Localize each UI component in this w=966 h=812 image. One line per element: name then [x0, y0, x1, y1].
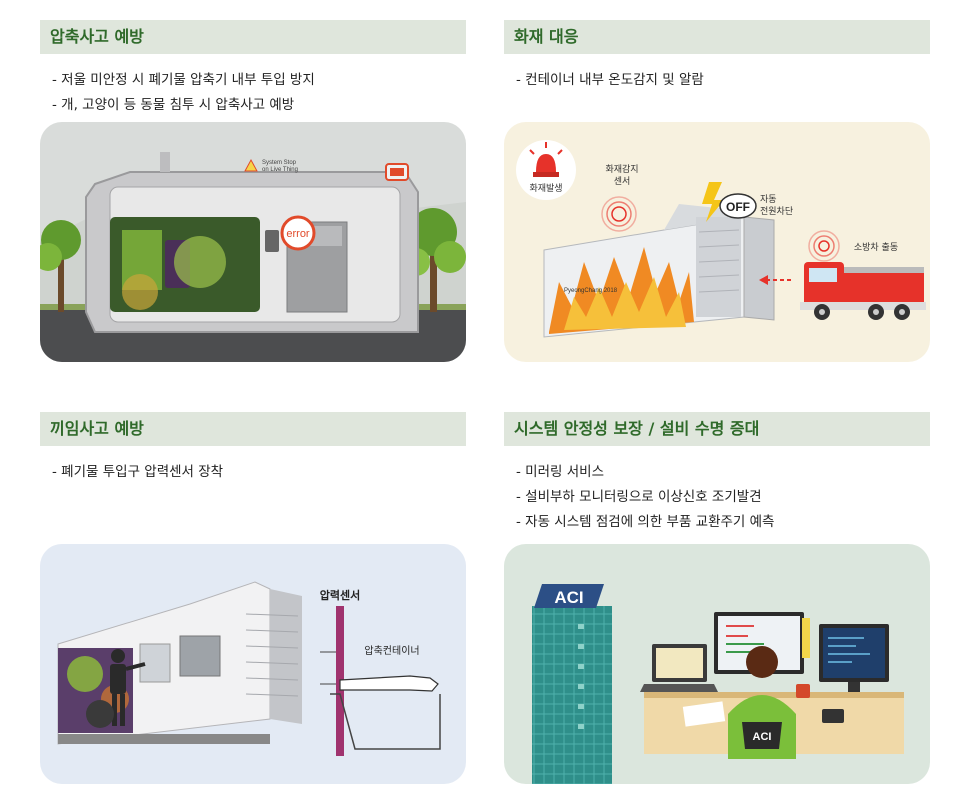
panel-compression-accident: 압축사고 예방 저울 미안정 시 폐기물 압축기 내부 투입 방지 개, 고양이… [40, 20, 466, 362]
person-icon: ACI [728, 646, 796, 759]
panel-title: 화재 대응 [504, 20, 930, 54]
shirt-logo: ACI [753, 731, 772, 743]
building-icon: ACI [532, 584, 612, 784]
power-cut-label-2: 전원차단 [760, 205, 793, 217]
sensor-label-2: 센서 [614, 176, 631, 187]
bullet-item: 설비부하 모니터링으로 이상신호 조기발견 [516, 485, 930, 510]
bullet-item: 폐기물 투입구 압력센서 장착 [52, 460, 466, 485]
bullet-list: 컨테이너 내부 온도감지 및 알람 [504, 68, 930, 93]
sensor-label: 화재감지 [605, 163, 638, 175]
siren-icon [529, 142, 563, 177]
bullet-item: 미러링 서비스 [516, 460, 930, 485]
off-label: OFF [726, 200, 750, 214]
bullet-item: 자동 시스템 점검에 의한 부품 교환주기 예측 [516, 510, 930, 535]
monitoring-illustration: ACI [504, 544, 930, 784]
panel-title: 압축사고 예방 [40, 20, 466, 54]
laptop-icon [640, 644, 718, 692]
error-label: error [286, 228, 310, 240]
monitor-icon [819, 624, 889, 692]
pinch-illustration: 압력센서 압축컨테이너 [40, 544, 466, 784]
fire-illustration: 화재발생 화재감지 센서 PyeongChang 2018 [504, 122, 930, 362]
power-cut-label: 자동 [760, 194, 777, 205]
monitor-icon [385, 163, 409, 181]
person-icon [86, 649, 146, 728]
panel-fire-response: 화재 대응 컨테이너 내부 온도감지 및 알람 화재발생 화재감지 센서 [504, 20, 930, 362]
bullet-list: 폐기물 투입구 압력센서 장착 [40, 460, 466, 485]
pressure-sensor-label: 압력센서 [320, 588, 360, 602]
sensor-icon [808, 230, 840, 262]
bullet-list: 저울 미안정 시 폐기물 압축기 내부 투입 방지 개, 고양이 등 동물 침투… [40, 68, 466, 118]
arm-icon [339, 675, 439, 692]
bullet-item: 저울 미안정 시 폐기물 압축기 내부 투입 방지 [52, 68, 466, 93]
bullet-item: 컨테이너 내부 온도감지 및 알람 [516, 68, 930, 93]
bullet-item: 개, 고양이 등 동물 침투 시 압축사고 예방 [52, 93, 466, 118]
bullet-list: 미러링 서비스 설비부하 모니터링으로 이상신호 조기발견 자동 시스템 점검에… [504, 460, 930, 535]
compression-illustration: error System Stop on Live Thing [40, 122, 466, 362]
coffee-cup-icon [796, 684, 810, 698]
arrow-left-icon [759, 275, 794, 285]
fire-truck-icon [800, 262, 926, 320]
sensor-icon [601, 196, 637, 232]
tree-icon [40, 220, 81, 312]
panel-pinch-accident: 끼임사고 예방 폐기물 투입구 압력센서 장착 [40, 412, 466, 784]
warning-label-2: on Live Thing [262, 167, 298, 173]
panel-title: 끼임사고 예방 [40, 412, 466, 446]
alarm-label: 화재발생 [529, 183, 562, 194]
building-sign: ACI [554, 588, 583, 607]
panel-system-stability: 시스템 안정성 보장 / 설비 수명 증대 미러링 서비스 설비부하 모니터링으… [504, 412, 930, 784]
panel-title: 시스템 안정성 보장 / 설비 수명 증대 [504, 412, 930, 446]
container-label: 압축컨테이너 [364, 644, 419, 657]
brand-label: PyeongChang 2018 [564, 288, 618, 294]
truck-label: 소방차 출동 [854, 241, 898, 253]
warning-label: System Stop [262, 160, 297, 166]
